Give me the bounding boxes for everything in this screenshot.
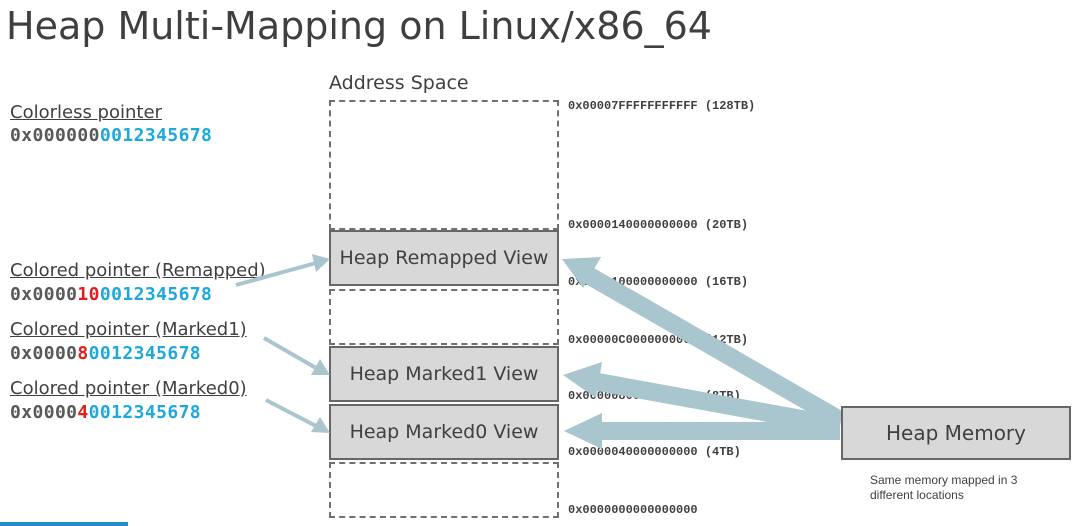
unmapped-region-bottom: [329, 462, 559, 518]
unmapped-region-remapped-gap: [329, 289, 559, 345]
remapped-pointer-arrow: [235, 261, 317, 287]
marked0-pointer-label: Colored pointer (Marked0): [10, 378, 247, 399]
address-label-4tb: 0x0000040000000000 (4TB): [568, 445, 741, 459]
colorless-pointer-label: Colorless pointer: [10, 102, 162, 123]
pointer-address-bits: 0012345678: [99, 125, 213, 146]
pointer-address-bits: 0012345678: [88, 343, 202, 364]
address-space-label: Address Space: [329, 72, 469, 94]
heap-marked1-view: Heap Marked1 View: [329, 346, 559, 402]
remapped-mapping-arrowhead: [562, 257, 601, 288]
remapped-pointer-value: 0x0000100012345678: [10, 284, 212, 305]
marked1-pointer-arrowhead: [311, 359, 330, 375]
heap-marked0-view: Heap Marked0 View: [329, 404, 559, 460]
pointer-prefix: 0x0000: [10, 402, 78, 423]
marked0-pointer-arrowhead: [311, 417, 330, 433]
marked0-pointer-value: 0x000040012345678: [10, 402, 201, 423]
remapped-pointer-arrowhead: [312, 254, 330, 272]
address-label-0: 0x0000000000000000: [568, 503, 698, 517]
heap-memory-arrows: [562, 257, 845, 449]
heap-remapped-view: Heap Remapped View: [329, 230, 559, 286]
marked0-pointer-arrow: [265, 398, 317, 428]
marked1-pointer-value: 0x000080012345678: [10, 343, 201, 364]
heap-memory-box: Heap Memory: [841, 406, 1071, 460]
unmapped-region-top: [329, 100, 559, 230]
page-title: Heap Multi-Mapping on Linux/x86_64: [6, 4, 712, 48]
pointer-color-bits: 8: [77, 343, 89, 364]
marked1-pointer-arrow: [263, 336, 317, 370]
pointer-arrows: [235, 254, 330, 433]
heap-memory-note: Same memory mapped in 3 different locati…: [870, 473, 1018, 502]
footer-accent-bar: [0, 522, 128, 526]
colorless-pointer-value: 0x0000000012345678: [10, 125, 212, 146]
pointer-prefix: 0x000000: [10, 125, 100, 146]
marked0-mapping-arrowhead: [564, 413, 602, 449]
address-label-128tb: 0x00007FFFFFFFFFFF (128TB): [568, 99, 756, 113]
remapped-mapping-arrow: [583, 267, 845, 428]
remapped-pointer-label: Colored pointer (Remapped): [10, 260, 266, 281]
marked1-mapping-arrow: [596, 373, 842, 435]
pointer-color-bits: 10: [77, 284, 100, 305]
pointer-prefix: 0x0000: [10, 343, 78, 364]
pointer-color-bits: 4: [77, 402, 89, 423]
pointer-address-bits: 0012345678: [88, 402, 202, 423]
marked1-pointer-label: Colored pointer (Marked1): [10, 319, 247, 340]
pointer-address-bits: 0012345678: [99, 284, 213, 305]
address-label-20tb: 0x0000140000000000 (20TB): [568, 218, 749, 232]
marked1-mapping-arrowhead: [563, 362, 602, 398]
pointer-prefix: 0x0000: [10, 284, 78, 305]
